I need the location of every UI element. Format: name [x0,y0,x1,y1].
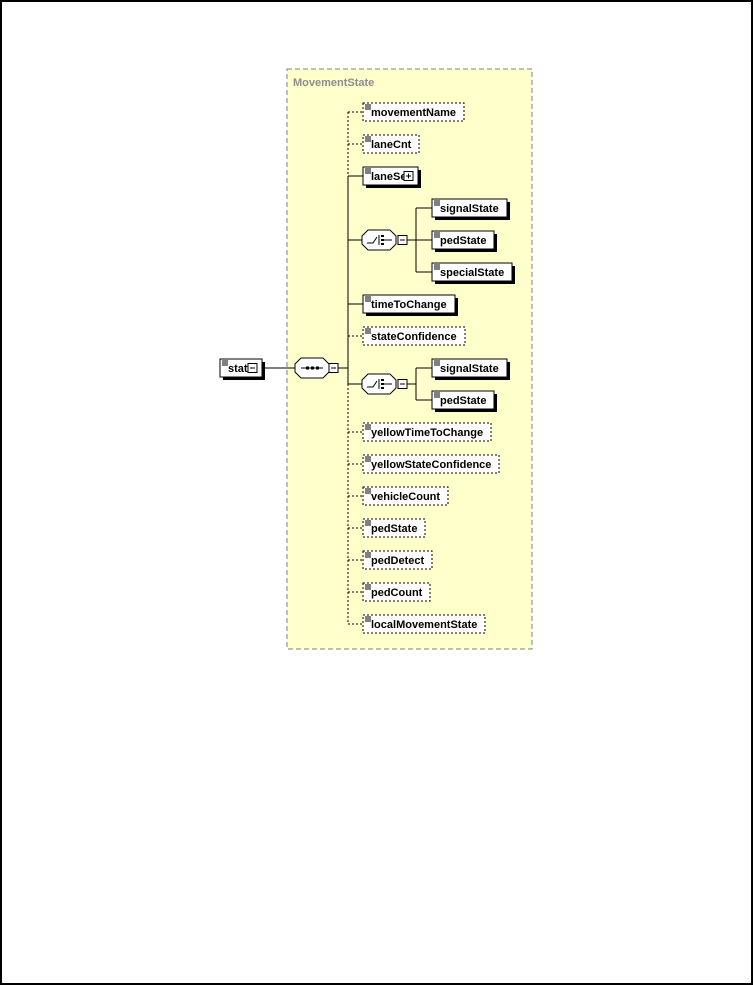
element-laneCnt[interactable]: laneCnt [362,134,420,154]
element-label: stateConfidence [371,331,457,343]
element-label: signalState [440,203,499,215]
choice-compositor[interactable] [361,373,397,395]
element-label: pedState [440,235,486,247]
element-timeToChange[interactable]: timeToChange [362,294,458,316]
schema-nodes: state movementName laneCnt laneSet signalSta… [219,102,515,634]
root-element-state[interactable]: state [219,358,265,380]
element-label: movementName [371,107,456,119]
collapse-icon[interactable] [328,363,339,373]
element-label: yellowStateConfidence [371,459,491,471]
element-label: localMovementState [371,619,477,631]
collapse-icon[interactable] [397,235,408,245]
sequence-compositor[interactable] [294,357,330,379]
element-label: state [228,363,254,375]
element-label: vehicleCount [371,491,440,503]
collapse-icon[interactable] [247,363,258,373]
element-pedState[interactable]: pedState [431,390,497,412]
element-pedCount[interactable]: pedCount [362,582,431,602]
element-localMovementState[interactable]: localMovementState [362,614,486,634]
element-label: pedCount [371,587,423,599]
choice-compositor[interactable] [361,229,397,251]
element-signalState[interactable]: signalState [431,358,510,380]
element-yellowStateConfidence[interactable]: yellowStateConfidence [362,454,500,474]
element-label: pedState [371,523,417,535]
element-vehicleCount[interactable]: vehicleCount [362,486,449,506]
expand-icon[interactable] [403,171,414,181]
element-label: pedDetect [371,555,425,567]
connector-lines [265,111,432,625]
collapse-icon[interactable] [397,379,408,389]
element-label: laneSet [371,171,410,183]
element-label: yellowTimeToChange [371,427,483,439]
element-label: signalState [440,363,499,375]
element-pedState[interactable]: pedState [431,230,497,252]
element-signalState[interactable]: signalState [431,198,510,220]
element-label: laneCnt [371,139,412,151]
element-pedDetect[interactable]: pedDetect [362,550,433,570]
element-label: timeToChange [371,299,447,311]
element-yellowTimeToChange[interactable]: yellowTimeToChange [362,422,492,442]
element-stateConfidence[interactable]: stateConfidence [362,326,466,346]
element-pedState[interactable]: pedState [362,518,426,538]
element-label: specialState [440,267,504,279]
element-movementName[interactable]: movementName [362,102,465,122]
element-label: pedState [440,395,486,407]
group-title: MovementState [293,77,374,89]
element-specialState[interactable]: specialState [431,262,515,284]
